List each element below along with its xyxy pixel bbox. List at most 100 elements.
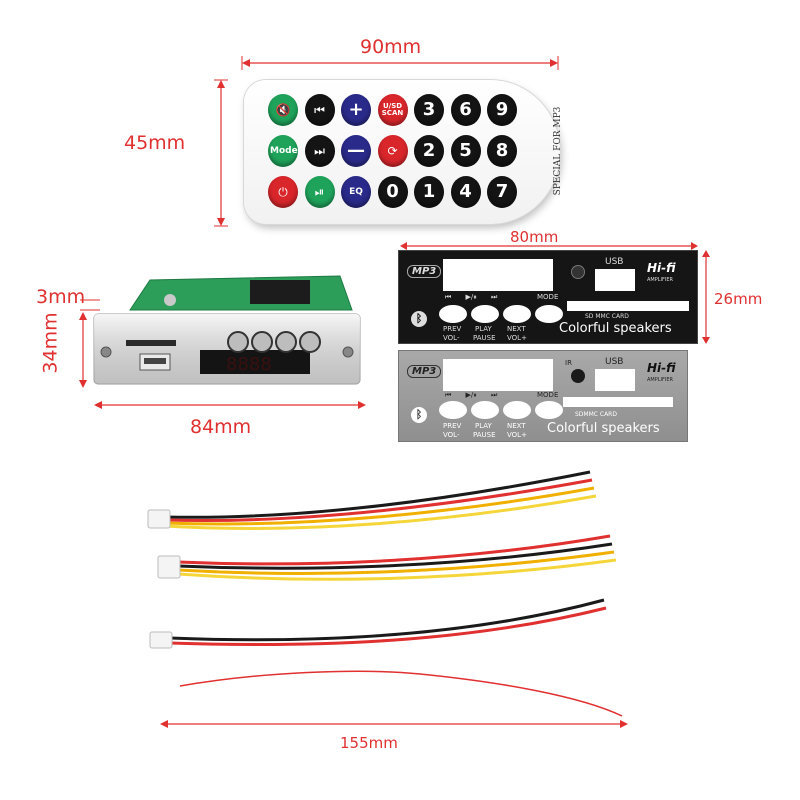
remote-button[interactable]: ⟳ bbox=[377, 135, 408, 167]
remote-button-label: 3 bbox=[422, 99, 436, 120]
remote-button-label: 2 bbox=[422, 140, 436, 161]
black-faceplate: MP3 USB Hi-fi AMPLIFIER ᛒ ⏮ ▶/⏸ ⏭ MODE P… bbox=[398, 250, 698, 344]
card-label-silver: SDMMC CARD bbox=[575, 411, 617, 418]
hifi-sub-label-silver: AMPLIFIER bbox=[647, 377, 673, 383]
remote-button-label: 9 bbox=[495, 99, 509, 120]
module-height-label: 34mm bbox=[39, 312, 62, 374]
remote-button[interactable]: 9 bbox=[487, 94, 517, 126]
lcd-window-silver bbox=[443, 359, 553, 391]
remote-button-label: U/SD SCAN bbox=[381, 102, 404, 117]
play-sub-label: PAUSE bbox=[473, 334, 496, 342]
usb-window bbox=[595, 269, 635, 291]
remote-button[interactable]: 🔇 bbox=[268, 94, 298, 126]
prev-button-shape-silver bbox=[439, 401, 467, 419]
usb-label-silver: USB bbox=[605, 357, 624, 367]
bluetooth-icon-silver: ᛒ bbox=[411, 407, 427, 423]
usb-label: USB bbox=[605, 257, 624, 267]
panel-width-label: 80mm bbox=[510, 228, 559, 246]
remote-button-label: 8 bbox=[495, 140, 509, 161]
remote-button-label: — bbox=[347, 140, 365, 161]
remote-button[interactable]: 6 bbox=[450, 94, 481, 126]
remote-button[interactable]: 1 bbox=[414, 176, 444, 208]
remote-button-label: 7 bbox=[495, 181, 509, 202]
power-icon: ⏻ bbox=[278, 184, 288, 199]
remote-button[interactable]: 4 bbox=[450, 176, 481, 208]
remote-width-arrow bbox=[241, 56, 559, 70]
remote-button[interactable]: 0 bbox=[377, 176, 408, 208]
cables bbox=[147, 470, 628, 728]
transport-icons: ⏮ ▶/⏸ ⏭ bbox=[445, 293, 498, 301]
next-label-silver: NEXT bbox=[507, 422, 526, 430]
remote-button[interactable]: 8 bbox=[487, 135, 517, 167]
mode-label-silver: MODE bbox=[537, 391, 559, 399]
transport-icons-silver: ⏮ ▶/⏸ ⏭ bbox=[445, 391, 498, 399]
bluetooth-icon: ᛒ bbox=[411, 311, 427, 327]
remote-height-arrow bbox=[214, 79, 228, 227]
remote-button-label: 6 bbox=[459, 99, 472, 120]
next-label: NEXT bbox=[507, 325, 526, 333]
remote-button[interactable]: U/SD SCAN bbox=[377, 94, 408, 126]
card-slot-silver bbox=[563, 397, 673, 407]
single-wire bbox=[179, 670, 623, 717]
remote-width-label: 90mm bbox=[360, 36, 422, 58]
panel-height-label: 26mm bbox=[714, 290, 763, 308]
cable-2pin bbox=[149, 598, 607, 649]
brand-label-silver: Colorful speakers bbox=[547, 421, 660, 436]
usb-window-silver bbox=[595, 369, 635, 391]
cable-length-label: 155mm bbox=[340, 734, 398, 752]
remote-button[interactable]: 7 bbox=[487, 176, 517, 208]
panel-height-arrow bbox=[702, 250, 710, 344]
remote-button[interactable]: 3 bbox=[414, 94, 444, 126]
module-height-arrow bbox=[79, 312, 87, 388]
next-sub-label: VOL+ bbox=[507, 334, 527, 342]
remote-button[interactable]: ⏯ bbox=[304, 176, 335, 208]
ir-window bbox=[571, 265, 585, 279]
hifi-sub-label: AMPLIFIER bbox=[647, 277, 673, 283]
remote-button[interactable]: EQ bbox=[341, 176, 371, 208]
remote-button[interactable]: ⏻ bbox=[268, 176, 298, 208]
card-slot bbox=[567, 301, 689, 311]
prev-label-silver: PREV bbox=[443, 422, 462, 430]
panel-width-arrow bbox=[400, 242, 698, 250]
brand-label: Colorful speakers bbox=[559, 321, 672, 336]
next-icon: ⏭ bbox=[314, 143, 325, 158]
module-width-arrow bbox=[94, 401, 366, 409]
remote-button[interactable]: 2 bbox=[414, 135, 444, 167]
svg-text:8888: 8888 bbox=[226, 354, 272, 375]
repeat-icon: ⟳ bbox=[387, 144, 398, 158]
remote-button[interactable]: Mode bbox=[268, 135, 298, 167]
card-label: SD MMC CARD bbox=[585, 313, 629, 320]
module-depth-label: 3mm bbox=[36, 286, 86, 308]
mode-label: MODE bbox=[537, 293, 559, 301]
mp3-logo-silver: MP3 bbox=[407, 365, 442, 378]
hifi-label: Hi-fi bbox=[647, 261, 676, 275]
remote-side-text: SPECIAL FOR MP3 bbox=[553, 106, 563, 196]
mode-button-shape-silver bbox=[535, 401, 563, 419]
lcd-window bbox=[443, 259, 553, 291]
remote-button[interactable]: + bbox=[341, 94, 371, 126]
remote-button[interactable]: ⏭ bbox=[304, 135, 335, 167]
play-pause-icon: ⏯ bbox=[314, 184, 325, 199]
remote-button[interactable]: — bbox=[341, 135, 371, 167]
remote-button-label: + bbox=[348, 99, 364, 120]
remote-height-label: 45mm bbox=[124, 132, 186, 154]
play-button-shape-silver bbox=[471, 401, 499, 419]
cable-4pin-2 bbox=[157, 534, 617, 581]
remote-button-label: 1 bbox=[422, 181, 436, 202]
remote-button[interactable]: 5 bbox=[450, 135, 481, 167]
ir-label-silver: IR bbox=[565, 359, 572, 367]
mp3-logo: MP3 bbox=[407, 265, 442, 278]
remote-button-label: EQ bbox=[349, 186, 363, 197]
next-button-shape bbox=[503, 305, 531, 323]
remote-button-label: 4 bbox=[459, 181, 472, 202]
prev-button-shape bbox=[439, 305, 467, 323]
remote-button[interactable]: ⏮ bbox=[304, 94, 335, 126]
mode-button-shape bbox=[535, 305, 563, 323]
play-button-shape bbox=[471, 305, 499, 323]
remote-button-label: 0 bbox=[386, 181, 399, 202]
play-label: PLAY bbox=[475, 325, 492, 333]
prev-icon: ⏮ bbox=[314, 102, 325, 117]
hifi-label-silver: Hi-fi bbox=[647, 361, 676, 375]
mute-icon: 🔇 bbox=[275, 103, 291, 117]
next-button-shape-silver bbox=[503, 401, 531, 419]
